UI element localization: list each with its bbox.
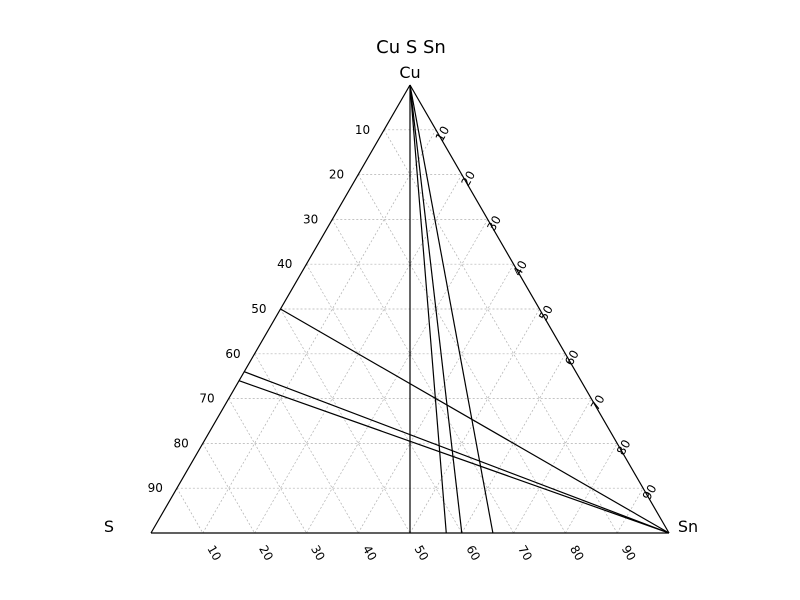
tick-left-30: 30 xyxy=(303,212,318,226)
tie-line-2 xyxy=(409,84,463,534)
tie-line-5 xyxy=(244,371,670,534)
grid-line-left-90 xyxy=(176,488,204,534)
tick-bottom-10: 10 xyxy=(204,543,224,563)
tick-left-50: 50 xyxy=(251,302,266,316)
tick-bottom-20: 20 xyxy=(256,543,276,563)
tick-right-10: 10 xyxy=(433,124,453,144)
tick-right-40: 40 xyxy=(510,258,530,278)
tie-line-3 xyxy=(409,84,494,534)
grid-line-left-50 xyxy=(280,308,411,534)
tick-right-70: 70 xyxy=(588,392,608,412)
grid-line-left-60 xyxy=(254,353,359,534)
vertex-label-top: Cu xyxy=(399,63,420,82)
tick-right-50: 50 xyxy=(536,303,556,323)
tick-bottom-70: 70 xyxy=(515,543,535,563)
tick-right-30: 30 xyxy=(484,213,504,233)
tie-lines xyxy=(238,84,670,534)
tick-bottom-90: 90 xyxy=(619,543,639,563)
tick-left-90: 90 xyxy=(148,481,163,495)
vertex-label-left: S xyxy=(104,517,114,536)
tick-bottom-40: 40 xyxy=(360,543,380,563)
grid-line-left-70 xyxy=(228,398,307,534)
tick-right-90: 90 xyxy=(640,482,660,502)
grid-line-left-30 xyxy=(331,219,514,534)
tick-left-20: 20 xyxy=(329,168,344,182)
tick-left-60: 60 xyxy=(225,347,240,361)
vertex-label-right: Sn xyxy=(678,517,698,536)
tick-left-70: 70 xyxy=(199,392,214,406)
tick-labels: 10 10 10 20 20 20 30 30 30 40 40 40 50 50 50 60 60 60 70 70… xyxy=(148,123,660,563)
tie-line-6 xyxy=(238,380,670,534)
edge-right xyxy=(409,84,670,534)
tick-bottom-80: 80 xyxy=(567,543,587,563)
tick-bottom-30: 30 xyxy=(308,543,328,563)
tick-right-80: 80 xyxy=(614,437,634,457)
chart-title: Cu S Sn xyxy=(376,37,446,58)
tie-line-1 xyxy=(409,84,447,534)
tick-left-10: 10 xyxy=(355,123,370,137)
tie-line-4 xyxy=(280,308,670,534)
grid-line-right-80 xyxy=(565,443,618,534)
tick-right-20: 20 xyxy=(458,168,478,188)
tick-left-80: 80 xyxy=(174,436,189,450)
tick-bottom-60: 60 xyxy=(463,543,483,563)
tick-left-40: 40 xyxy=(277,257,292,271)
tick-right-60: 60 xyxy=(562,348,582,368)
grid-line-left-80 xyxy=(202,443,255,534)
grid-line-left-20 xyxy=(357,174,566,534)
tick-bottom-50: 50 xyxy=(412,543,432,563)
grid-line-right-60 xyxy=(461,353,566,534)
